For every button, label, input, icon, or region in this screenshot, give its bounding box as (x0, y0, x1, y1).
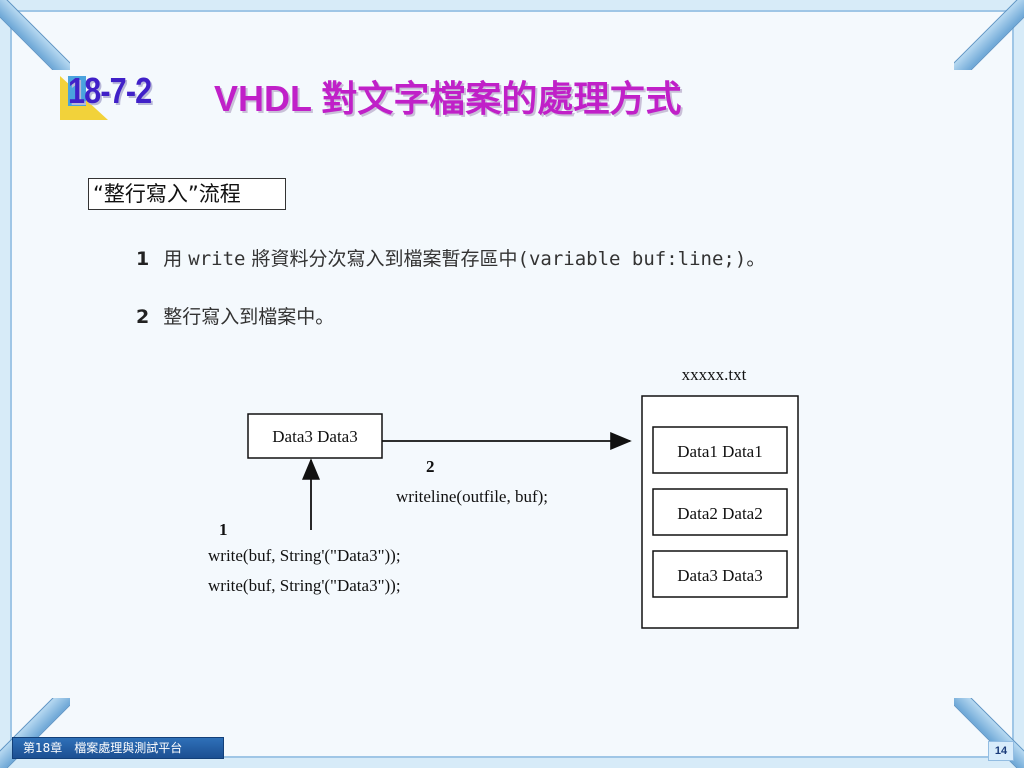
flow-label: “整行寫入”流程 (88, 178, 286, 210)
file-name: xxxxx.txt (682, 365, 747, 384)
title-bullet-icon (60, 76, 108, 120)
arrow1-number: 1 (219, 520, 228, 539)
arrow2-number: 2 (426, 457, 435, 476)
buffer-label: Data3 Data3 (272, 427, 357, 446)
page-number: 14 (988, 741, 1014, 761)
slide-panel (10, 10, 1014, 758)
step-number: 1 (136, 248, 150, 270)
section-number: 18-7-2 (68, 70, 152, 111)
step-text: 。 (746, 248, 766, 270)
file-line-box (652, 488, 788, 536)
step-text: 將資料分次寫入到檔案暫存區中 (245, 248, 518, 270)
step-number: 2 (136, 306, 150, 328)
arrow1-code-line: write(buf, String'("Data3")); (208, 576, 401, 595)
file-line-text: Data2 Data2 (677, 504, 762, 523)
step-text: 用 (163, 248, 189, 270)
page-title: VHDL 對文字檔案的處理方式 (214, 78, 682, 119)
file-line-text: Data1 Data1 (677, 442, 762, 461)
step-2: 2 整行寫入到檔案中。 (136, 302, 334, 329)
file-line-box (652, 550, 788, 598)
step-text: 整行寫入到檔案中。 (163, 306, 335, 328)
arrow2-code: writeline(outfile, buf); (396, 487, 548, 506)
chapter-badge: 第18章 檔案處理與測試平台 (12, 737, 224, 759)
file-line-text: Data3 Data3 (677, 566, 762, 585)
step-code: write (188, 248, 246, 270)
step-code: (variable buf:line;) (517, 248, 747, 270)
arrow1-code-line: write(buf, String'("Data3")); (208, 546, 401, 565)
buffer-box (247, 413, 383, 459)
file-line-box (652, 426, 788, 474)
